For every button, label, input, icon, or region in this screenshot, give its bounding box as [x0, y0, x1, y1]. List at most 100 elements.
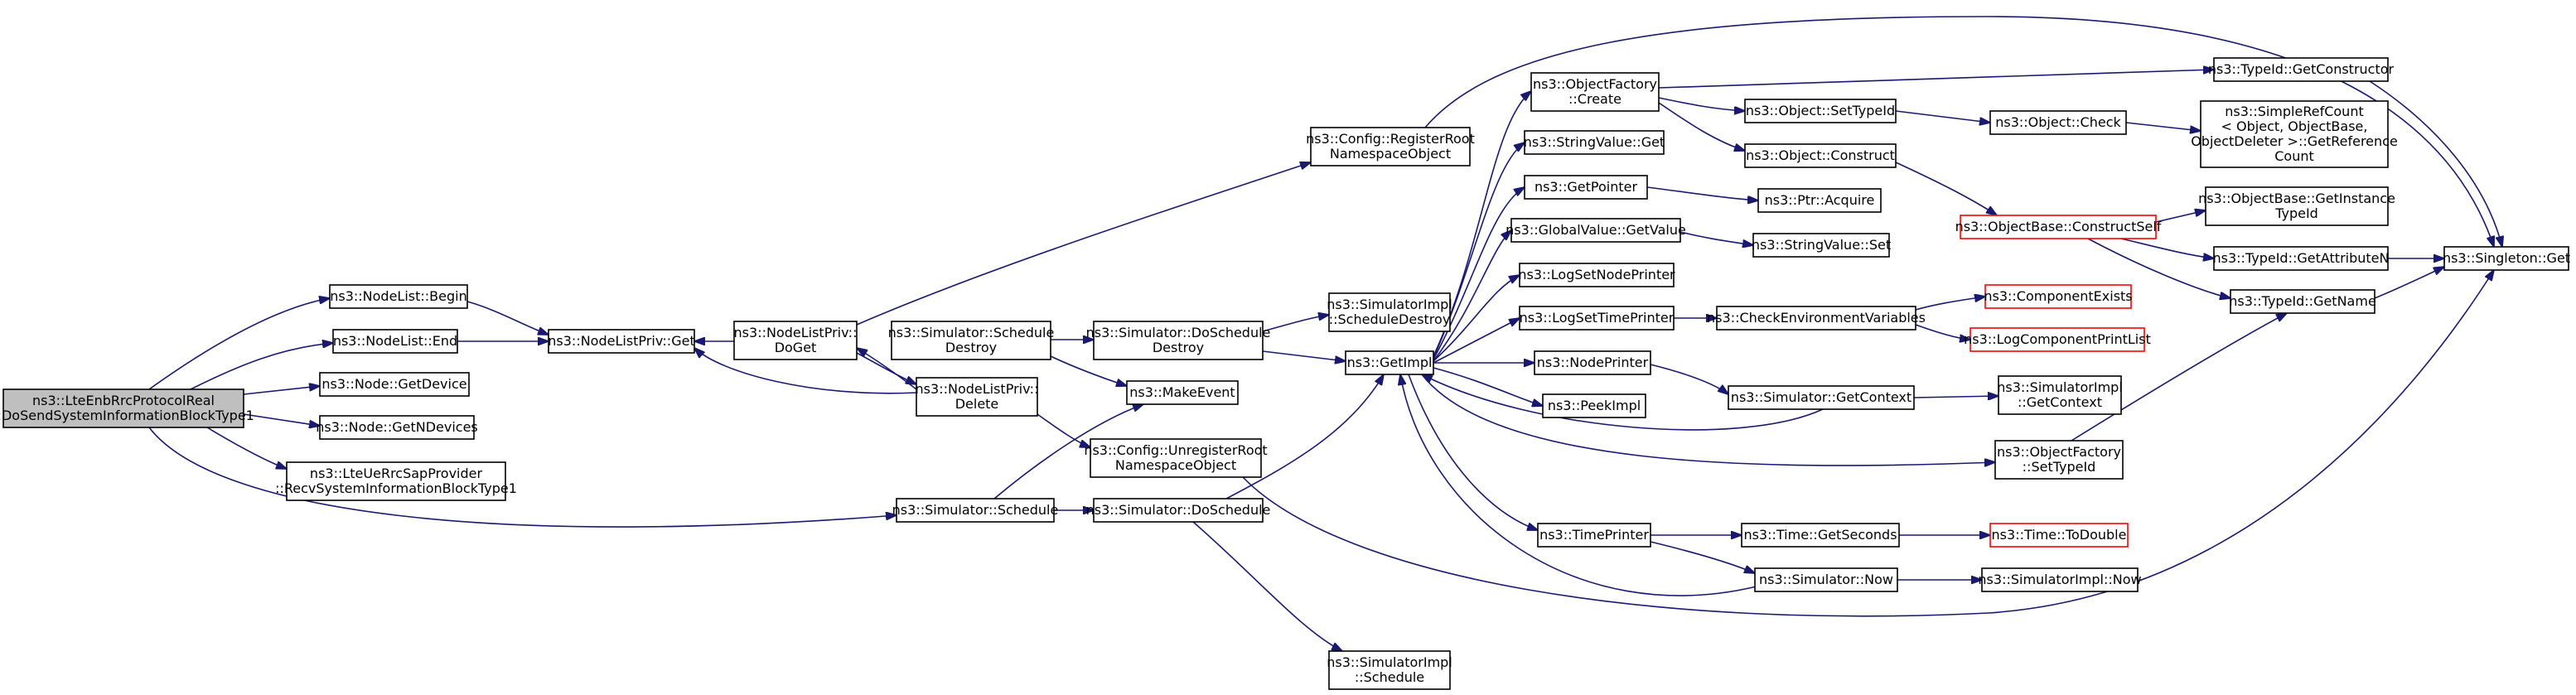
node-peekimpl[interactable]: ns3::PeekImpl	[1542, 393, 1646, 418]
node-logsettimeprinter[interactable]: ns3::LogSetTimePrinter	[1519, 306, 1675, 331]
node-simplerefcount[interactable]: ns3::SimpleRefCount< Object, ObjectBase,…	[2191, 100, 2398, 168]
node-nl_end[interactable]: ns3::NodeList::End	[332, 329, 458, 354]
edge-checkenv-to-componentexists	[1915, 297, 1985, 311]
node-simimpl_scheddestroy[interactable]: ns3::SimulatorImpl::ScheduleDestroy	[1327, 292, 1452, 332]
node-object_settypeid[interactable]: ns3::Object::SetTypeId	[1744, 99, 1897, 123]
node-box	[286, 461, 506, 501]
node-of_create[interactable]: ns3::ObjectFactory::Create	[1530, 72, 1660, 112]
node-label: ns3::SimulatorImpl	[1997, 379, 2123, 395]
node-nlp_doget[interactable]: ns3::NodeListPriv::DoGet	[733, 321, 858, 360]
node-time_todouble[interactable]: ns3::Time::ToDouble	[1989, 523, 2129, 548]
node-node_getdevice[interactable]: ns3::Node::GetDevice	[319, 372, 470, 397]
node-sim_schedule_destroy[interactable]: ns3::Simulator::ScheduleDestroy	[888, 321, 1055, 360]
node-label: ns3::Singleton::Get	[2443, 250, 2570, 266]
edge-sim_getcontext-to-getimpl	[1422, 374, 1824, 431]
node-root[interactable]: ns3::LteEnbRrcProtocolReal::DoSendSystem…	[0, 389, 254, 428]
node-timeprinter[interactable]: ns3::TimePrinter	[1537, 523, 1651, 548]
edge-root-to-sim_schedule	[148, 427, 897, 528]
node-objectbase_constructself[interactable]: ns3::ObjectBase::ConstructSelf	[1955, 215, 2162, 239]
node-sim_now[interactable]: ns3::Simulator::Now	[1754, 567, 1898, 592]
node-sim_doschedule[interactable]: ns3::Simulator::DoSchedule	[1086, 498, 1271, 523]
edge-sim_schedule-to-make_event	[993, 404, 1143, 500]
node-object_construct[interactable]: ns3::Object::Construct	[1744, 143, 1897, 168]
node-globalvalue_getvalue[interactable]: ns3::GlobalValue::GetValue	[1505, 218, 1686, 243]
node-stringvalue_set[interactable]: ns3::StringValue::Set	[1752, 233, 1891, 258]
node-nodeprinter[interactable]: ns3::NodePrinter	[1534, 350, 1651, 375]
node-typeid_getconstructor[interactable]: ns3::TypeId::GetConstructor	[2208, 57, 2395, 82]
node-box	[329, 284, 468, 309]
node-box	[733, 321, 858, 360]
edge-getimpl-to-logsettimeprinter	[1433, 318, 1520, 364]
node-make_event[interactable]: ns3::MakeEvent	[1126, 380, 1239, 405]
node-logcomponentprintlist[interactable]: ns3::LogComponentPrintList	[1964, 327, 2151, 352]
node-typeid_getname[interactable]: ns3::TypeId::GetName	[2229, 289, 2376, 314]
edges-layer	[148, 16, 2502, 651]
node-box	[891, 321, 1051, 360]
node-box	[1741, 523, 1900, 548]
node-checkenv[interactable]: ns3::CheckEnvironmentVariables	[1707, 306, 1926, 331]
node-box	[1537, 523, 1651, 548]
node-label: ns3::Object::Construct	[1746, 147, 1895, 163]
edge-getpointer-to-ptr_acquire	[1646, 186, 1758, 200]
edge-nodeprinter-to-sim_getcontext	[1650, 364, 1728, 394]
edge-cfg_register-to-singleton_get	[1424, 16, 2494, 247]
node-node_getndevices[interactable]: ns3::Node::GetNDevices	[316, 415, 478, 440]
node-simimpl_schedule[interactable]: ns3::SimulatorImpl::Schedule	[1327, 650, 1452, 690]
edge-sim_now-to-getimpl	[1400, 374, 1757, 596]
node-box	[1093, 321, 1264, 360]
node-label: ns3::GetImpl	[1347, 355, 1433, 370]
node-box	[332, 329, 458, 354]
node-label: ns3::NodeList::End	[333, 333, 457, 349]
node-ptr_acquire[interactable]: ns3::Ptr::Acquire	[1757, 188, 1882, 213]
node-simimpl_getcontext[interactable]: ns3::SimulatorImpl::GetContext	[1997, 375, 2123, 415]
node-label: ns3::Time::GetSeconds	[1743, 527, 1897, 543]
node-box	[1981, 567, 2139, 592]
edge-typeid_getname-to-singleton_get	[2374, 267, 2444, 299]
node-object_check[interactable]: ns3::Object::Check	[1989, 110, 2127, 135]
node-nl_begin[interactable]: ns3::NodeList::Begin	[329, 284, 468, 309]
edge-root-to-nl_begin	[148, 298, 330, 390]
node-box	[2205, 186, 2389, 226]
node-box	[2213, 246, 2389, 271]
node-label: ns3::TypeId::GetConstructor	[2208, 61, 2395, 77]
node-label: ns3::MakeEvent	[1129, 384, 1235, 400]
node-cfg_unregister[interactable]: ns3::Config::UnregisterRootNamespaceObje…	[1084, 438, 1268, 478]
node-label: DoGet	[775, 340, 817, 355]
node-simimpl_now[interactable]: ns3::SimulatorImpl::Now	[1978, 567, 2142, 592]
node-logsetnodeprinter[interactable]: ns3::LogSetNodePrinter	[1518, 263, 1675, 287]
node-box	[1345, 350, 1434, 375]
node-typeid_getattributen[interactable]: ns3::TypeId::GetAttributeN	[2213, 246, 2390, 271]
edge-getimpl-to-of_settypeid	[1421, 374, 1995, 466]
node-box	[1744, 143, 1897, 168]
node-label: ns3::ComponentExists	[1984, 288, 2132, 304]
node-box	[1752, 233, 1890, 258]
node-label: ns3::NodeListPriv::	[916, 381, 1039, 397]
node-label: ns3::Object::SetTypeId	[1746, 103, 1895, 118]
node-stringvalue_get[interactable]: ns3::StringValue::Get	[1524, 130, 1665, 155]
edge-of_create-to-object_construct	[1658, 102, 1745, 151]
node-label: Destroy	[1153, 340, 1204, 355]
node-nlp_delete[interactable]: ns3::NodeListPriv::Delete	[916, 377, 1039, 417]
node-label: Count	[2274, 148, 2314, 164]
node-getimpl[interactable]: ns3::GetImpl	[1345, 350, 1434, 375]
node-lteue[interactable]: ns3::LteUeRrcSapProvider::RecvSystemInfo…	[275, 461, 517, 501]
node-label: ns3::ObjectBase::GetInstance	[2198, 191, 2395, 206]
node-box	[1524, 130, 1665, 155]
edge-root-to-nl_end	[190, 343, 333, 390]
edge-getimpl-to-logsetnodeprinter	[1433, 275, 1520, 362]
node-time_getseconds[interactable]: ns3::Time::GetSeconds	[1741, 523, 1900, 548]
node-getpointer[interactable]: ns3::GetPointer	[1524, 175, 1648, 200]
node-box	[1328, 650, 1451, 690]
node-singleton_get[interactable]: ns3::Singleton::Get	[2443, 246, 2570, 271]
node-of_settypeid[interactable]: ns3::ObjectFactory::SetTypeId	[1994, 440, 2124, 480]
node-label: ns3::Simulator::Schedule	[892, 502, 1059, 518]
node-componentexists[interactable]: ns3::ComponentExists	[1984, 284, 2133, 309]
node-sim_getcontext[interactable]: ns3::Simulator::GetContext	[1728, 385, 1915, 410]
node-sim_schedule[interactable]: ns3::Simulator::Schedule	[892, 498, 1059, 523]
edge-object_settypeid-to-object_check	[1895, 110, 1990, 123]
node-box	[896, 498, 1055, 523]
node-nlp_get[interactable]: ns3::NodeListPriv::Get	[548, 329, 695, 354]
